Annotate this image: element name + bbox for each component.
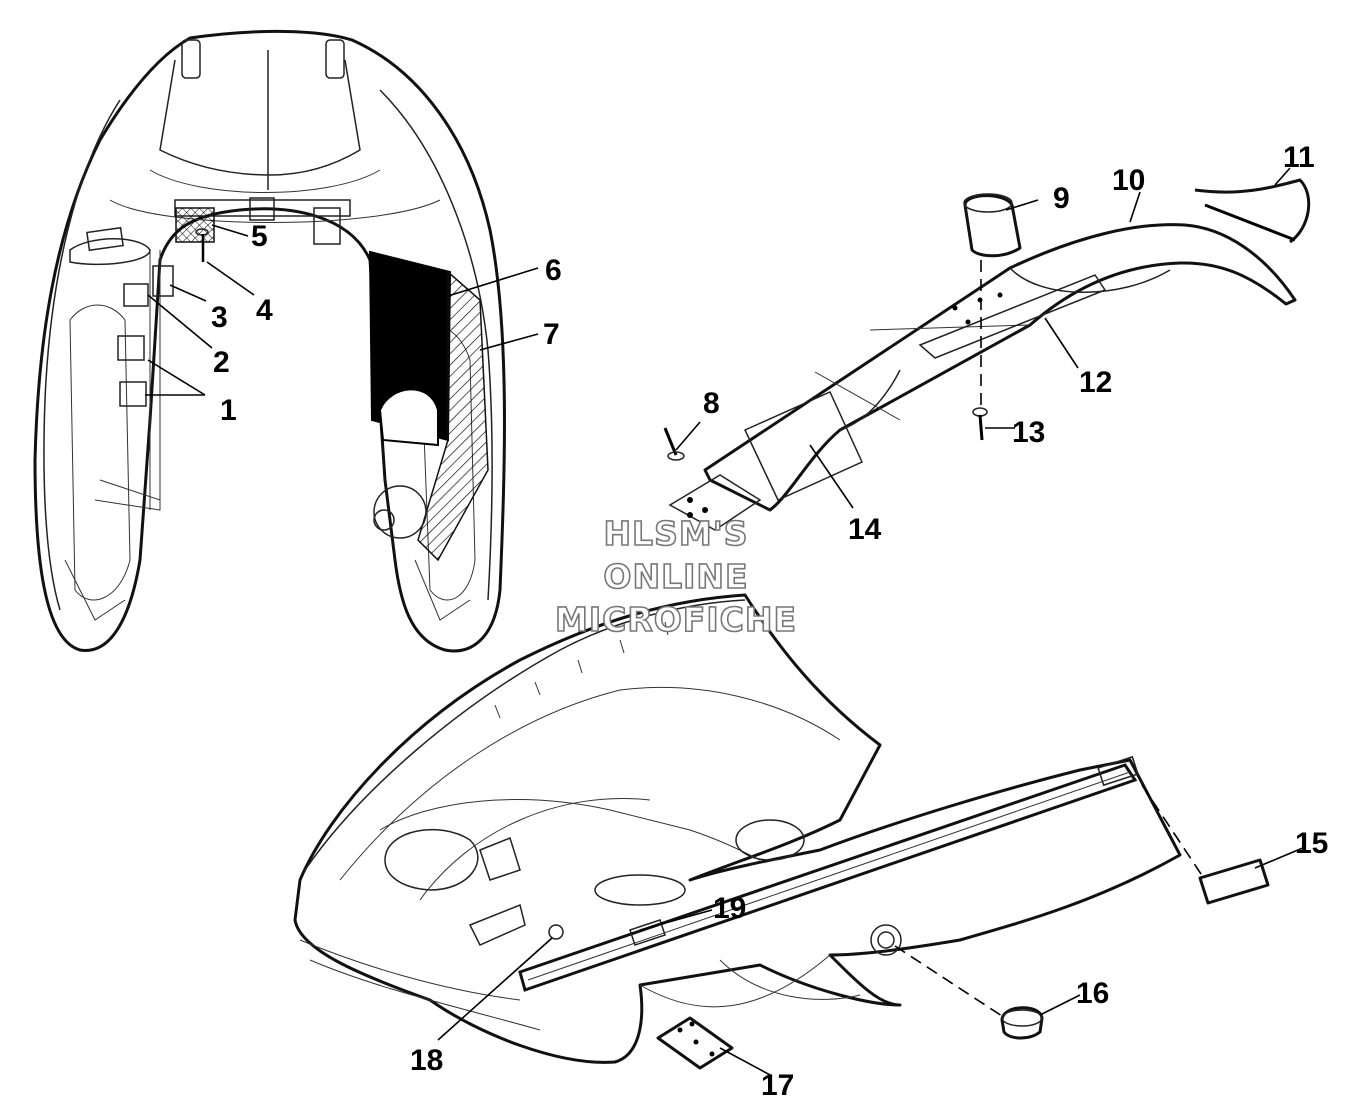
callout-5: 5 xyxy=(251,220,268,253)
rivet-part-8 xyxy=(663,427,685,461)
body-shell-top-view xyxy=(33,29,506,653)
callout-6: 6 xyxy=(545,254,562,287)
callout-10: 10 xyxy=(1112,164,1145,197)
watermark-line-3: MICROFICHE xyxy=(555,600,797,639)
callout-18: 18 xyxy=(410,1044,443,1077)
clip-part xyxy=(963,193,1022,258)
callout-8: 8 xyxy=(703,387,720,420)
callout-16: 16 xyxy=(1076,977,1109,1010)
callout-2: 2 xyxy=(213,346,230,379)
plug-part-16 xyxy=(1000,1006,1044,1040)
callout-11: 11 xyxy=(1283,141,1315,174)
callout-labels: 1 2 3 4 5 6 7 8 9 10 11 12 13 14 15 16 1… xyxy=(211,141,1328,1102)
callout-14: 14 xyxy=(848,513,882,546)
callout-19: 19 xyxy=(713,892,746,925)
pad-part-15 xyxy=(1198,858,1270,905)
watermark-line-1: HLSM'S xyxy=(603,514,748,553)
callout-1: 1 xyxy=(220,394,237,427)
watermark: HLSM'S ONLINE MICROFICHE xyxy=(554,513,797,640)
watermark-line-2: ONLINE xyxy=(603,557,748,596)
leader-lines xyxy=(145,167,1306,1077)
rivet-part-13 xyxy=(972,407,988,441)
callout-15: 15 xyxy=(1295,827,1328,860)
plate-part-17 xyxy=(656,1016,734,1070)
callout-17: 17 xyxy=(761,1069,794,1102)
callout-9: 9 xyxy=(1053,182,1070,215)
callout-7: 7 xyxy=(543,318,560,351)
callout-4: 4 xyxy=(256,294,273,327)
trim-strip-part xyxy=(1194,178,1311,244)
hood-assembly-bottom xyxy=(293,593,1182,1064)
callout-12: 12 xyxy=(1079,366,1112,399)
callout-3: 3 xyxy=(211,301,228,334)
rivet-part-4 xyxy=(195,228,209,262)
callout-13: 13 xyxy=(1012,416,1045,449)
tunnel-panel-part xyxy=(668,223,1297,531)
